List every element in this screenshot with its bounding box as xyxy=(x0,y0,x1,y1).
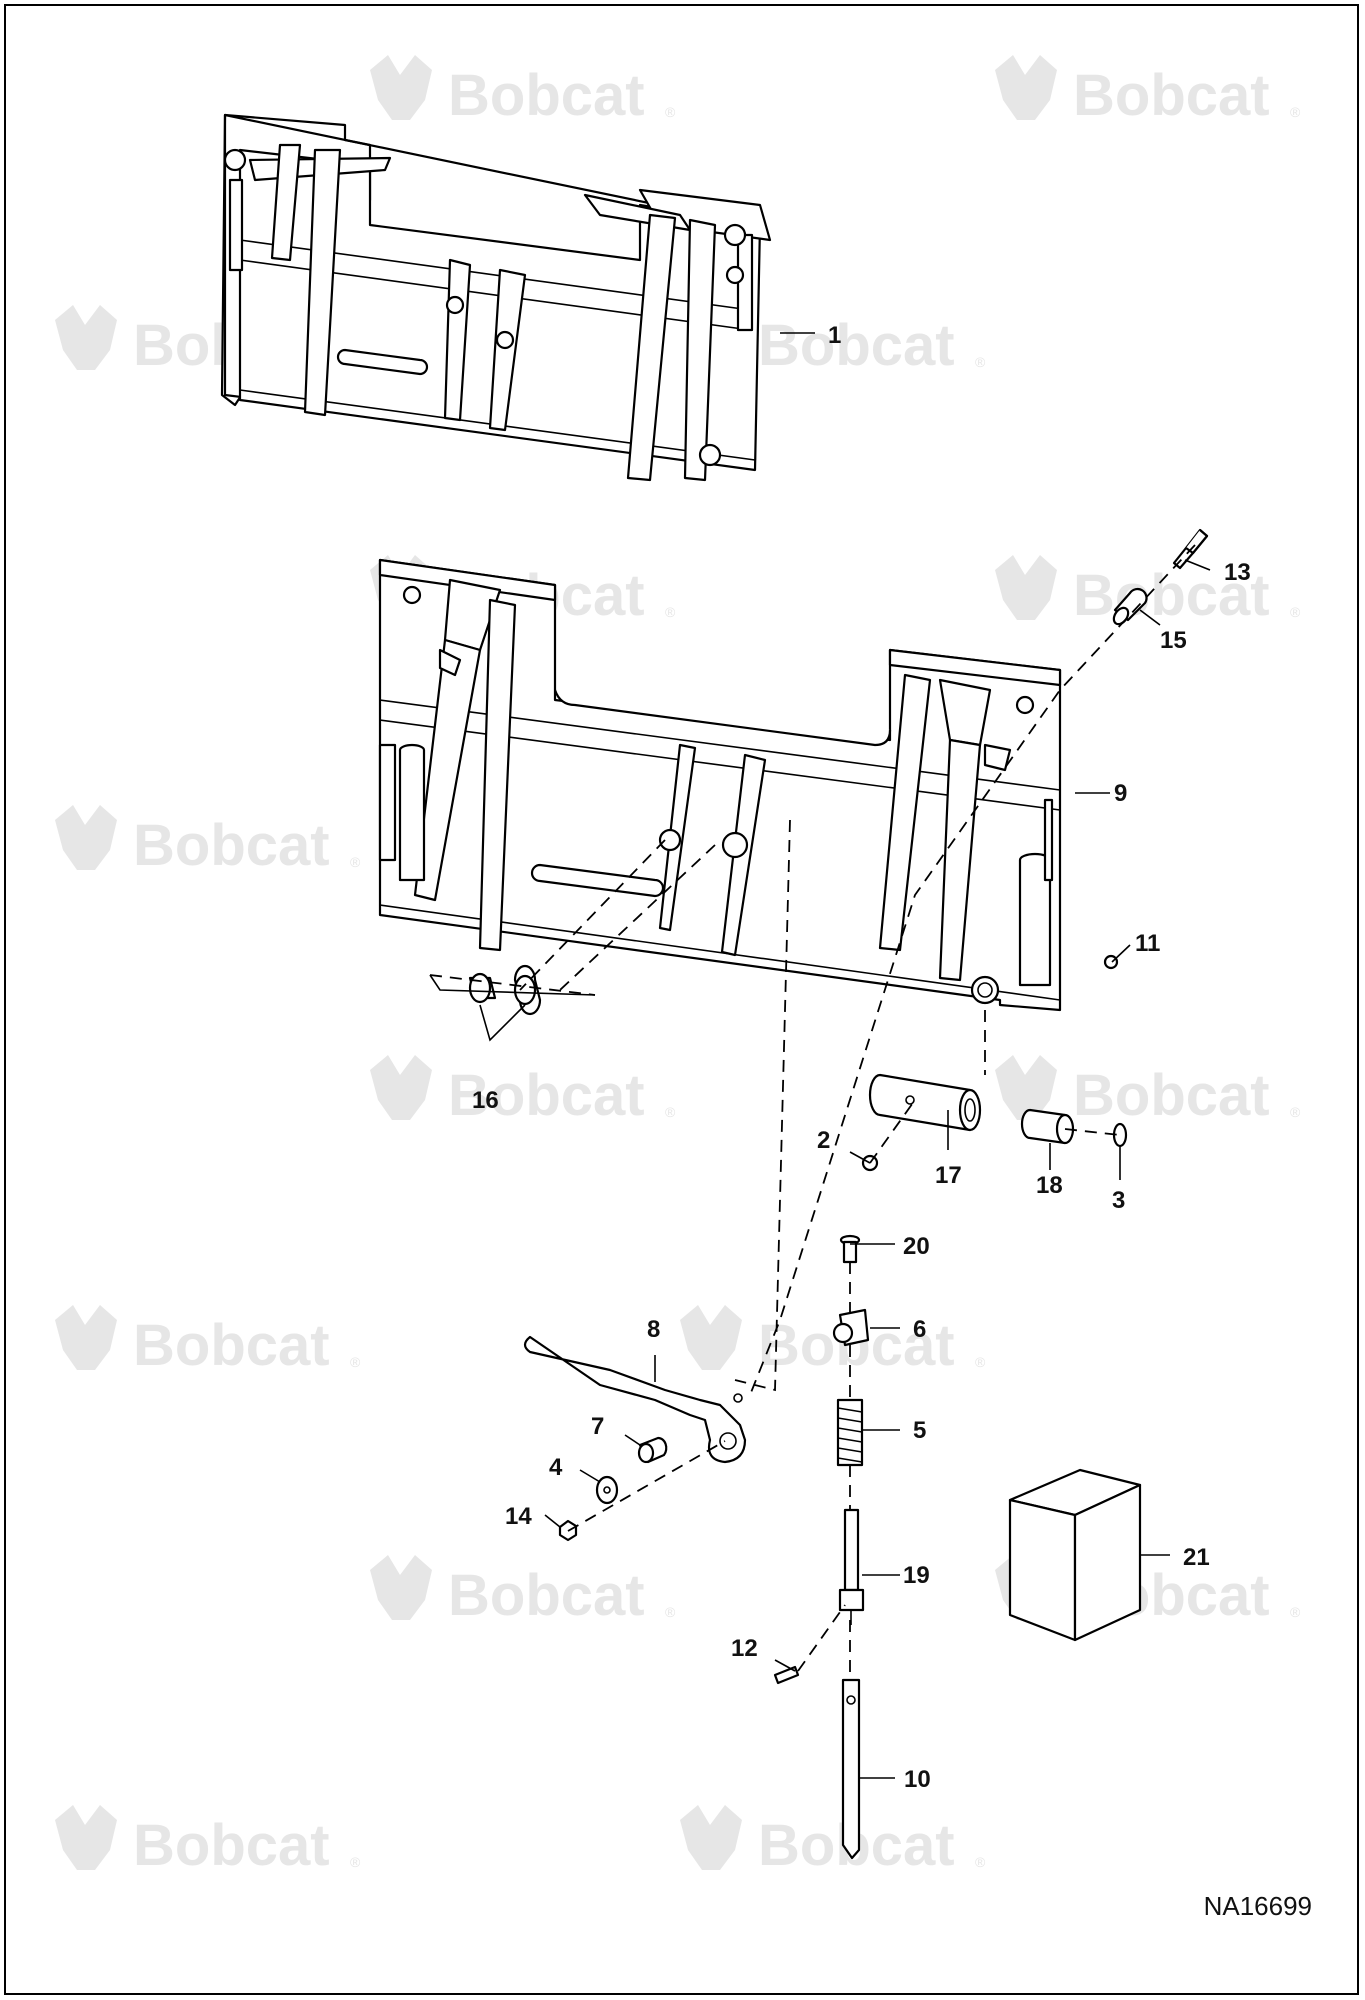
part-4-washer xyxy=(595,1475,619,1505)
watermark-registered-mark: ® xyxy=(1290,104,1301,120)
part-21-kit-box xyxy=(1008,1468,1142,1642)
bobcat-watermark: Bobcat ® xyxy=(55,1305,361,1378)
part-6-block xyxy=(832,1308,870,1347)
part-19-pin xyxy=(838,1508,865,1625)
bobcat-watermark: Bobcat ® xyxy=(55,805,361,878)
bobcat-watermark: Bobcat ® xyxy=(370,55,676,128)
bobcat-watermark: Bobcat ® xyxy=(995,1055,1301,1128)
bobcat-head-icon xyxy=(995,555,1057,620)
bobcat-watermark: Bobcat ® xyxy=(370,1055,676,1128)
part-1-quick-tach-assembly xyxy=(220,113,772,482)
callout-6: 6 xyxy=(913,1316,926,1343)
watermark-registered-mark: ® xyxy=(665,604,676,620)
document-number: NA16699 xyxy=(1204,1891,1312,1921)
part-20-screw xyxy=(839,1234,861,1264)
part-5-spring xyxy=(836,1398,864,1467)
watermark-text: Bobcat xyxy=(1073,563,1270,628)
callout-13: 13 xyxy=(1224,559,1251,586)
watermark-registered-mark: ® xyxy=(1290,604,1301,620)
watermark-text: Bobcat xyxy=(758,313,955,378)
callout-18: 18 xyxy=(1036,1172,1063,1199)
callout-4: 4 xyxy=(549,1454,563,1481)
callout-16: 16 xyxy=(472,1087,499,1114)
bobcat-watermark: Bobcat ® xyxy=(55,1805,361,1878)
callout-9: 9 xyxy=(1114,780,1127,807)
callout-19: 19 xyxy=(903,1562,930,1589)
watermark-text: Bobcat xyxy=(448,1063,645,1128)
watermark-registered-mark: ® xyxy=(665,1104,676,1120)
watermark-registered-mark: ® xyxy=(1290,1104,1301,1120)
bobcat-watermark: Bobcat ® xyxy=(995,555,1301,628)
callout-21: 21 xyxy=(1183,1544,1210,1571)
bobcat-watermark: Bobcat® xyxy=(680,1805,986,1878)
bobcat-head-icon xyxy=(55,1805,117,1870)
bobcat-watermark: Bobcat ® xyxy=(370,1555,676,1628)
part-18-bushing xyxy=(1020,1108,1075,1145)
part-12-roll-pin xyxy=(773,1665,800,1685)
callout-17: 17 xyxy=(935,1162,962,1189)
watermark-registered-mark: ® xyxy=(975,1354,986,1370)
diagram-frame xyxy=(4,4,1359,1995)
callout-5: 5 xyxy=(913,1417,926,1444)
part-11-nut xyxy=(1103,954,1119,970)
watermark-text: Bobcat xyxy=(1073,63,1270,128)
leader-lines xyxy=(479,332,1211,1779)
part-10-rod xyxy=(841,1678,861,1860)
bobcat-watermark: Bobcat® xyxy=(680,1305,986,1378)
part-17-sleeve xyxy=(868,1073,982,1132)
bobcat-head-icon xyxy=(55,1305,117,1370)
bobcat-head-icon xyxy=(55,805,117,870)
part-16-bushings xyxy=(468,964,542,1016)
watermark-text: Bobcat xyxy=(133,813,330,878)
watermark-registered-mark: ® xyxy=(975,354,986,370)
callout-20: 20 xyxy=(903,1233,930,1260)
callout-14: 14 xyxy=(505,1503,532,1530)
callout-10: 10 xyxy=(904,1766,931,1793)
watermark-registered-mark: ® xyxy=(350,854,361,870)
bobcat-watermark: Bobcat ® xyxy=(995,55,1301,128)
bobcat-head-icon xyxy=(995,55,1057,120)
callout-15: 15 xyxy=(1160,627,1187,654)
callout-2: 2 xyxy=(817,1127,830,1154)
bobcat-head-icon xyxy=(680,1805,742,1870)
bobcat-head-icon xyxy=(55,305,117,370)
bobcat-head-icon xyxy=(995,1055,1057,1120)
watermark-text: Bobcat xyxy=(448,1563,645,1628)
bobcat-head-icon xyxy=(680,1305,742,1370)
watermark-text: Bobcat xyxy=(448,63,645,128)
part-8-lever xyxy=(523,1335,747,1464)
callout-12: 12 xyxy=(731,1635,758,1662)
watermark-registered-mark: ® xyxy=(975,1854,986,1870)
watermark-registered-mark: ® xyxy=(665,104,676,120)
part-9-frame xyxy=(378,558,1062,1012)
watermark-text: Bobcat xyxy=(133,1313,330,1378)
watermark-registered-mark: ® xyxy=(1290,1604,1301,1620)
callout-11: 11 xyxy=(1135,930,1160,957)
bobcat-head-icon xyxy=(370,1555,432,1620)
watermark-registered-mark: ® xyxy=(350,1854,361,1870)
watermark-registered-mark: ® xyxy=(665,1604,676,1620)
callout-7: 7 xyxy=(591,1413,604,1440)
watermark-text: Bobcat xyxy=(1073,1063,1270,1128)
part-7-spacer xyxy=(637,1436,668,1464)
callout-labels: 1 2 3 4 5 6 7 8 9 10 11 12 13 14 15 16 1… xyxy=(472,322,1251,1793)
watermark-registered-mark: ® xyxy=(350,1354,361,1370)
callout-1: 1 xyxy=(828,322,841,349)
callout-3: 3 xyxy=(1112,1187,1125,1214)
callout-8: 8 xyxy=(647,1316,660,1343)
bobcat-head-icon xyxy=(370,1055,432,1120)
assembly-lines xyxy=(429,544,1196,1680)
bobcat-head-icon xyxy=(370,55,432,120)
watermark-text: Bobcat xyxy=(133,1813,330,1878)
